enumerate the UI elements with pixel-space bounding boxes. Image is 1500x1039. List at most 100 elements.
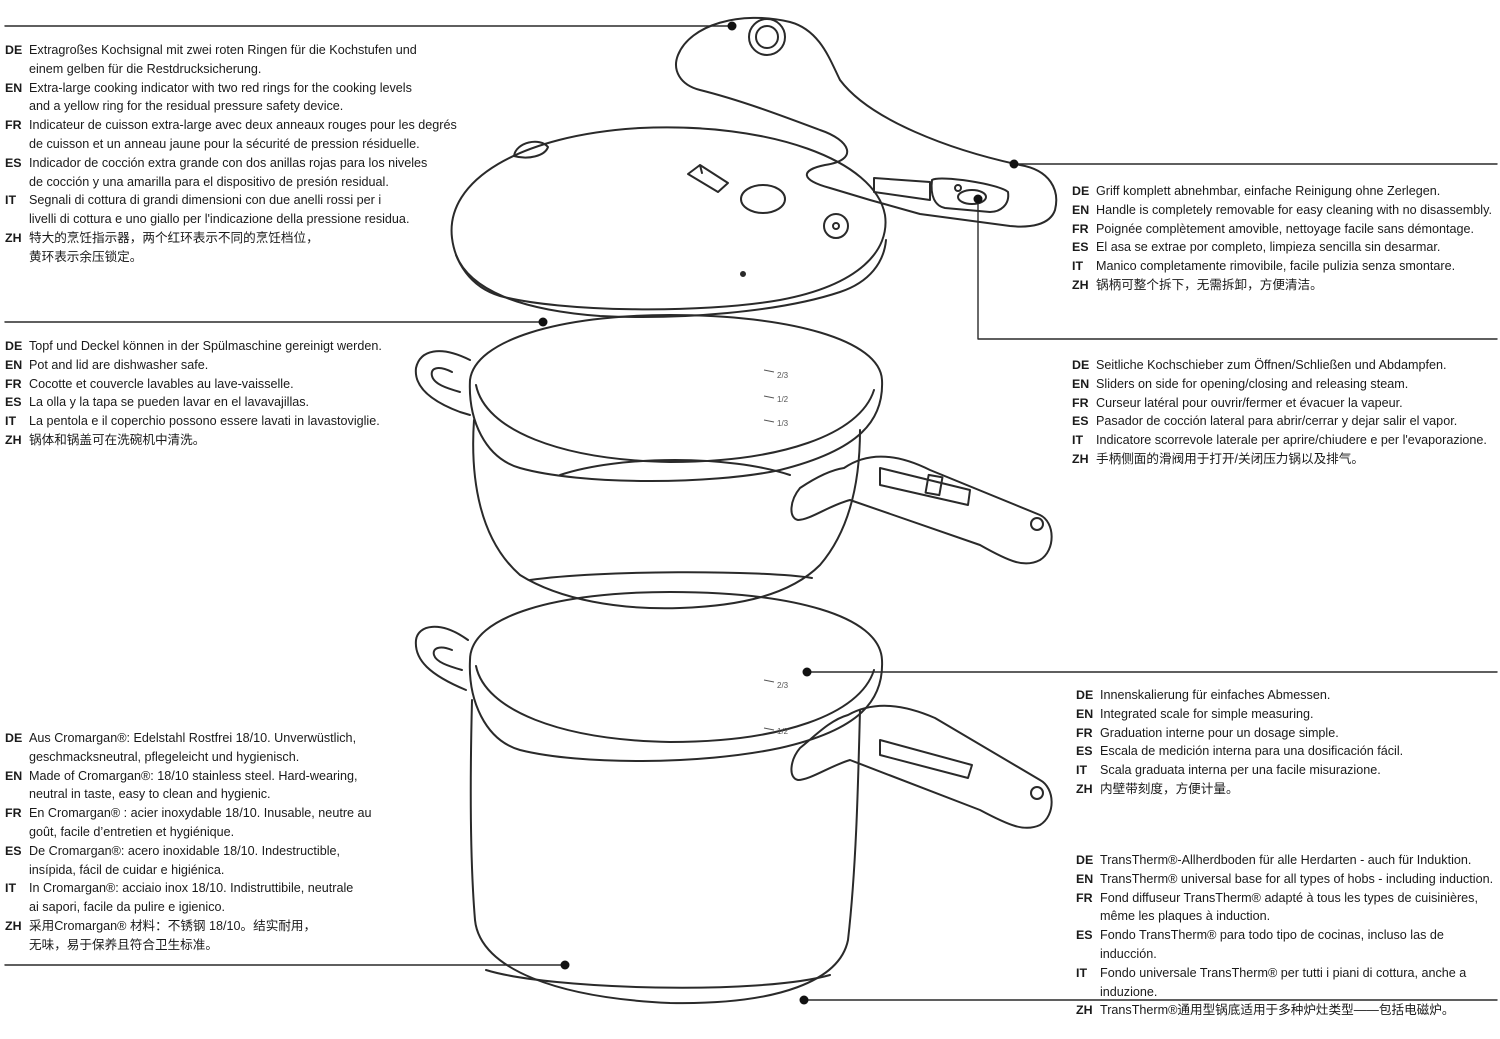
lang-text: Indicador de cocción extra grande con do… bbox=[29, 155, 428, 189]
lang-text: 手柄侧面的滑阀用于打开/关闭压力锅以及排气。 bbox=[1096, 451, 1364, 466]
scale-mark-upper-2: 1/2 bbox=[777, 395, 789, 404]
lang-code: FR bbox=[1072, 221, 1089, 236]
lang-text: Made of Cromargan®: 18/10 stainless stee… bbox=[29, 768, 358, 802]
lang-row-es: ES Pasador de cocción lateral para abrir/… bbox=[1072, 412, 1497, 431]
lid-clip bbox=[687, 164, 729, 193]
lang-text: Extragroßes Kochsignal mit zwei roten Ri… bbox=[29, 43, 417, 76]
lang-row-it: IT Manico completamente rimovibile, facil… bbox=[1072, 257, 1497, 276]
dot-handle bbox=[1009, 159, 1019, 169]
lang-code: IT bbox=[1072, 433, 1084, 448]
lang-code: IT bbox=[5, 881, 17, 896]
lang-code: ES bbox=[5, 843, 22, 858]
lang-text: Griff komplett abnehmbar, einfache Reini… bbox=[1096, 184, 1441, 198]
lang-text: Manico completamente rimovibile, facile … bbox=[1096, 259, 1456, 274]
lang-code: ZH bbox=[5, 432, 22, 447]
lower-long-handle bbox=[790, 704, 1053, 829]
lang-row-de: DE Seitliche Kochschieber zum Öffnen/Schl… bbox=[1072, 356, 1497, 375]
lang-row-en: EN Pot and lid are dishwasher safe. bbox=[5, 356, 435, 375]
scale-mark-upper-3: 1/3 bbox=[777, 419, 789, 428]
lang-code: DE bbox=[1072, 184, 1090, 198]
lang-code: ES bbox=[1076, 928, 1093, 943]
lang-text: Cocotte et couvercle lavables au lave-va… bbox=[29, 376, 294, 391]
lang-code: DE bbox=[1072, 358, 1090, 372]
lang-code: EN bbox=[1076, 871, 1094, 886]
lang-row-fr: FR Poignée complètement amovible, nettoya… bbox=[1072, 220, 1497, 239]
lang-row-de: DE Extragroßes Kochsignal mit zwei roten … bbox=[5, 41, 475, 79]
lang-text: En Cromargan® : acier inoxydable 18/10. … bbox=[29, 806, 372, 839]
lang-text: Seitliche Kochschieber zum Öffnen/Schlie… bbox=[1096, 358, 1447, 372]
lid-center-vent bbox=[740, 184, 786, 214]
lang-text: 锅柄可整个拆下，无需拆卸，方便清洁。 bbox=[1096, 277, 1323, 292]
lang-code: ES bbox=[1072, 414, 1089, 429]
upper-side-handle bbox=[414, 350, 471, 416]
lid bbox=[450, 126, 887, 318]
callout-removable-handle: DE Griff komplett abnehmbar, einfache Rei… bbox=[1072, 182, 1497, 295]
lang-code: FR bbox=[5, 376, 22, 391]
dot-base bbox=[799, 995, 809, 1005]
lang-code: EN bbox=[1076, 706, 1094, 721]
lang-text: Fond diffuseur TransTherm® adapté à tous… bbox=[1100, 890, 1478, 924]
leader-lines bbox=[4, 25, 1498, 1001]
lang-text: Escala de medición interna para una dosi… bbox=[1100, 744, 1404, 759]
lang-text: Segnali di cottura di grandi dimensioni … bbox=[29, 193, 410, 227]
lang-text: TransTherm® universal base for all types… bbox=[1100, 871, 1494, 886]
lang-code: EN bbox=[5, 357, 23, 372]
lang-text: 采用Cromargan® 材料：不锈钢 18/10。结实耐用， 无味，易于保养且… bbox=[29, 918, 317, 952]
lang-text: Pasador de cocción lateral para abrir/ce… bbox=[1096, 414, 1458, 429]
lang-text: Innenskalierung für einfaches Abmessen. bbox=[1100, 688, 1331, 702]
dot-indicator bbox=[727, 21, 737, 31]
lang-text: Extra-large cooking indicator with two r… bbox=[29, 80, 412, 114]
lang-code: ES bbox=[1072, 240, 1089, 255]
lang-text: Pot and lid are dishwasher safe. bbox=[29, 357, 209, 372]
scale-mark-lower-1: 2/3 bbox=[777, 681, 789, 690]
lang-code: ES bbox=[1076, 744, 1093, 759]
lang-text: 锅体和锅盖可在洗碗机中清洗。 bbox=[29, 432, 206, 447]
upper-pot-body bbox=[472, 419, 861, 610]
lang-row-es: ES Indicador de cocción extra grande con … bbox=[5, 154, 475, 192]
lang-code: EN bbox=[5, 768, 23, 783]
lang-row-en: EN Made of Cromargan®: 18/10 stainless st… bbox=[5, 767, 405, 805]
lang-text: De Cromargan®: acero inoxidable 18/10. I… bbox=[29, 843, 341, 877]
upper-pot bbox=[414, 314, 1053, 610]
callout-cooking-indicator: DE Extragroßes Kochsignal mit zwei roten … bbox=[5, 41, 475, 267]
leader-dots bbox=[538, 21, 1019, 1005]
lower-pot-body bbox=[469, 699, 861, 1005]
lang-code: ZH bbox=[1076, 781, 1093, 796]
leader-slider bbox=[977, 198, 1498, 340]
lang-code: IT bbox=[1076, 763, 1088, 778]
lang-row-fr: FR Cocotte et couvercle lavables au lave-… bbox=[5, 375, 435, 394]
lang-code: DE bbox=[5, 43, 23, 57]
handle-slider bbox=[930, 177, 1010, 213]
dot-dishwasher bbox=[538, 317, 548, 327]
lang-code: IT bbox=[1072, 259, 1084, 274]
lang-row-es: ES De Cromargan®: acero inoxidable 18/10.… bbox=[5, 842, 405, 880]
lang-code: ES bbox=[5, 155, 22, 170]
upper-pot-rim bbox=[468, 314, 884, 483]
lang-row-de: DE Griff komplett abnehmbar, einfache Rei… bbox=[1072, 182, 1497, 201]
lower-pot-rim bbox=[468, 591, 884, 763]
lang-text: Poignée complètement amovible, nettoyage… bbox=[1096, 221, 1475, 236]
lang-text: Scala graduata interna per una facile mi… bbox=[1100, 763, 1381, 778]
lang-text: El asa se extrae por completo, limpieza … bbox=[1096, 240, 1441, 255]
lid-dome bbox=[450, 126, 887, 311]
lang-code: FR bbox=[1072, 395, 1089, 410]
lang-code: IT bbox=[1076, 965, 1088, 980]
